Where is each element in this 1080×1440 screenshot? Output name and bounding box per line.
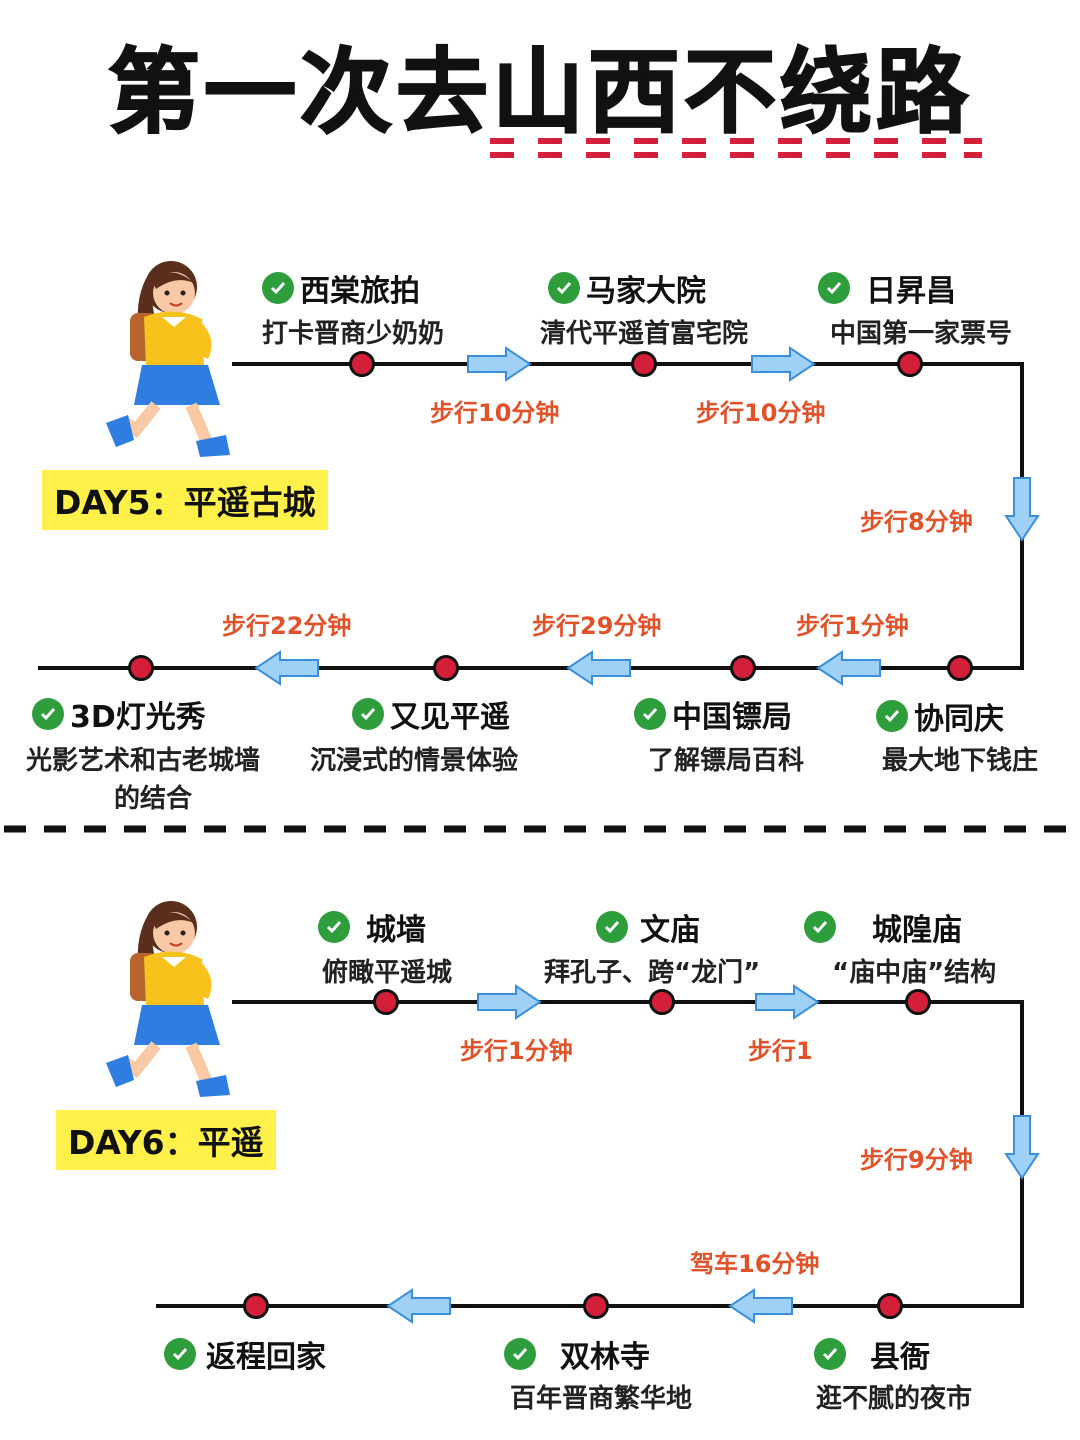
stop-description: “庙中庙”结构 (832, 958, 997, 988)
walk-time: 步行1 (748, 1037, 813, 1065)
stop-marker (947, 655, 973, 681)
stop-title: 县衙 (814, 1332, 930, 1376)
stop-description: 中国第一家票号 (830, 319, 1013, 349)
stop-description: 逛不腻的夜市 (816, 1384, 973, 1414)
stop-title: 又见平遥 (352, 692, 510, 736)
check-icon (504, 1338, 536, 1370)
day5-route-bottom (38, 666, 1024, 670)
right-arrow-icon (755, 984, 820, 1020)
girl-illustration (106, 901, 230, 1097)
stop-marker (583, 1293, 609, 1319)
stop-marker (433, 655, 459, 681)
stop-description: 打卡晋商少奶奶 (262, 319, 445, 349)
stop-title: 3D灯光秀 (32, 692, 206, 736)
check-icon (32, 698, 64, 730)
check-icon (352, 698, 384, 730)
check-icon (596, 911, 628, 943)
left-arrow-icon (254, 650, 319, 686)
left-arrow-icon (816, 650, 881, 686)
down-arrow-icon (1004, 1115, 1040, 1180)
stop-description: 俯瞰平遥城 (322, 958, 453, 988)
stop-description-line2: 的结合 (114, 784, 193, 814)
stop-title: 城隍庙 (804, 905, 962, 949)
right-arrow-icon (467, 346, 532, 382)
check-icon (876, 700, 908, 732)
stop-marker (730, 655, 756, 681)
stop-title: 中国镖局 (634, 692, 792, 736)
stop-title: 返程回家 (164, 1332, 326, 1376)
day5-route-top (232, 362, 1024, 366)
check-icon (814, 1338, 846, 1370)
check-icon (804, 911, 836, 943)
right-arrow-icon (477, 984, 542, 1020)
page-title: 第一次去山西不绕路 (107, 38, 972, 147)
stop-marker (905, 989, 931, 1015)
stop-marker (373, 989, 399, 1015)
walk-time: 步行22分钟 (222, 612, 352, 640)
walk-time: 步行1分钟 (796, 612, 909, 640)
walk-time: 步行29分钟 (532, 612, 662, 640)
day6-route-top (232, 1000, 1024, 1004)
stop-marker (877, 1293, 903, 1319)
day6-label: DAY6：平遥 (56, 1110, 276, 1170)
section-divider (4, 825, 1076, 833)
stop-title: 双林寺 (504, 1332, 650, 1376)
check-icon (164, 1338, 196, 1370)
stop-title: 文庙 (596, 905, 700, 949)
walk-time: 步行10分钟 (696, 399, 826, 427)
stop-marker (243, 1293, 269, 1319)
left-arrow-icon (386, 1288, 451, 1324)
stop-marker (631, 351, 657, 377)
right-arrow-icon (751, 346, 816, 382)
stop-title: 协同庆 (876, 694, 1004, 738)
check-icon (818, 272, 850, 304)
left-arrow-icon (566, 650, 631, 686)
walk-time: 步行8分钟 (860, 508, 973, 536)
stop-description: 光影艺术和古老城墙 (26, 746, 261, 776)
stop-description: 沉浸式的情景体验 (310, 746, 519, 776)
day5-label: DAY5：平遥古城 (42, 470, 328, 530)
stop-title: 西棠旅拍 (262, 266, 420, 310)
left-arrow-icon (728, 1288, 793, 1324)
check-icon (548, 272, 580, 304)
stop-marker (349, 351, 375, 377)
check-icon (318, 911, 350, 943)
stop-marker (897, 351, 923, 377)
down-arrow-icon (1004, 477, 1040, 542)
stop-marker (128, 655, 154, 681)
walk-time: 步行9分钟 (860, 1146, 973, 1174)
stop-description: 清代平遥首富宅院 (540, 319, 749, 349)
stop-description: 拜孔子、跨“龙门” (544, 958, 761, 988)
title-underline (490, 138, 982, 158)
walk-time: 步行1分钟 (460, 1037, 573, 1065)
check-icon (262, 272, 294, 304)
stop-marker (649, 989, 675, 1015)
check-icon (634, 698, 666, 730)
girl-illustration (106, 261, 230, 457)
stop-description: 了解镖局百科 (648, 746, 805, 776)
stop-title: 日昇昌 (818, 266, 956, 310)
stop-description: 最大地下钱庄 (882, 746, 1039, 776)
stop-title: 城墙 (318, 905, 426, 949)
drive-time: 驾车16分钟 (690, 1250, 820, 1278)
stop-title: 马家大院 (548, 266, 706, 310)
stop-description: 百年晋商繁华地 (510, 1384, 693, 1414)
walk-time: 步行10分钟 (430, 399, 560, 427)
